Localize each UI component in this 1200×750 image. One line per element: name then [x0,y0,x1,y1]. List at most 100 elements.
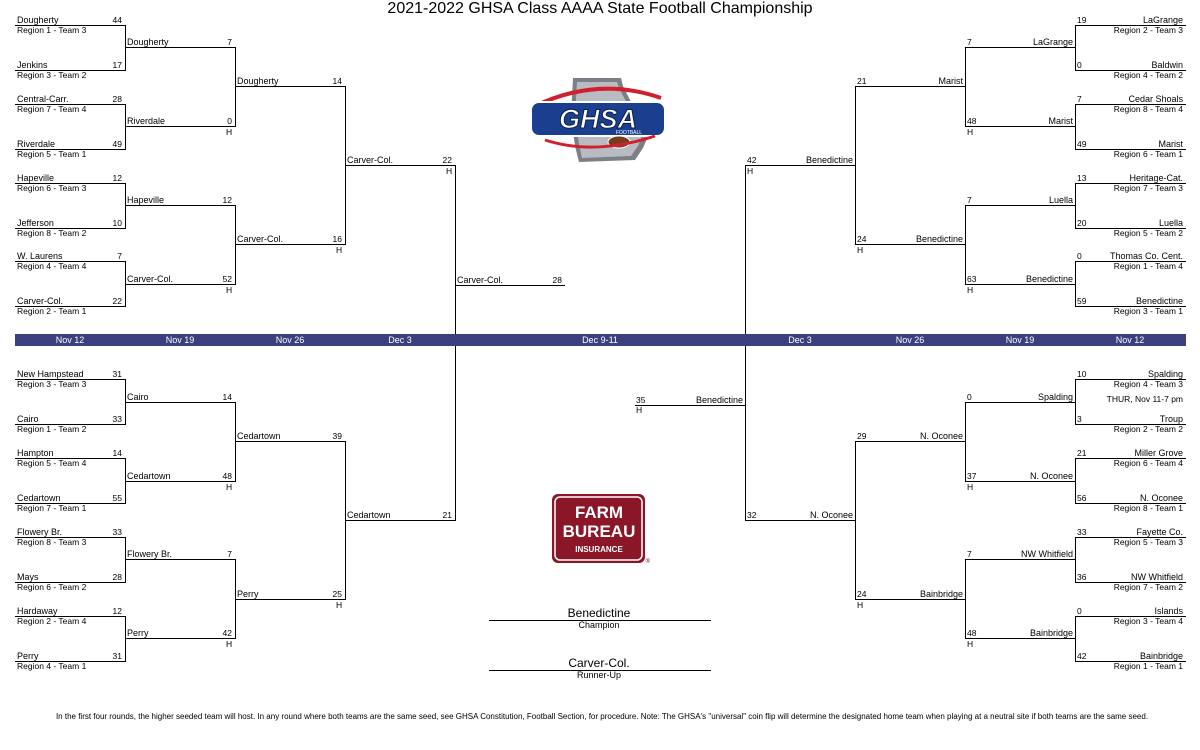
right-r1-score: 0 [1077,251,1082,261]
right-r1-seed: Region 1 - Team 4 [1113,261,1183,271]
svg-text:BUREAU: BUREAU [563,522,636,541]
round-date: Dec 3 [388,335,412,345]
right-r1-seed: Region 4 - Team 3 [1113,379,1183,389]
right-r4-score: 42 [747,155,757,165]
left-r1-score: 28 [112,572,122,582]
right-r1-score: 36 [1077,572,1087,582]
left-r1-team: Riverdale [17,139,56,149]
left-r1-score: 28 [112,94,122,104]
right-r1-team: Spalding [1147,369,1183,379]
left-final-team: Carver-Col. [457,275,504,285]
right-r1-line [1075,149,1186,150]
right-final-home: H [636,405,643,415]
left-r1-seed: Region 8 - Team 2 [17,228,87,238]
right-r1-seed: Region 7 - Team 2 [1113,582,1183,592]
right-r2-line [965,126,1075,127]
right-r3-home: H [857,245,864,255]
left-r2-score: 48 [222,471,232,481]
right-r4-line [745,520,855,521]
right-r1-team: Troup [1159,414,1183,424]
left-r1-score: 44 [112,15,122,25]
left-r1-team: Dougherty [17,15,59,25]
right-r1-seed: Region 8 - Team 1 [1113,503,1183,513]
left-r1-seed: Region 5 - Team 1 [17,149,87,159]
left-r1-seed: Region 4 - Team 1 [17,661,87,671]
right-r1-connector [1075,379,1076,425]
right-r1-seed: Region 5 - Team 3 [1113,537,1183,547]
runnerup-label: Runner-Up [576,670,622,680]
left-final-score: 28 [552,275,562,285]
right-r1-connector [1075,104,1076,150]
left-r3-team: Carver-Col. [237,234,284,244]
left-r1-team: Carver-Col. [17,296,64,306]
left-r1-seed: Region 2 - Team 4 [17,616,87,626]
champion-label: Champion [578,620,620,630]
right-r1-line [1075,537,1186,538]
right-r3-team: Bainbridge [919,589,963,599]
left-r1-score: 14 [112,448,122,458]
left-r2-score: 42 [222,628,232,638]
left-r2-connector [235,402,236,482]
champion-line [489,620,711,621]
left-r2-team: Cedartown [127,471,171,481]
right-r3-connector [855,86,856,245]
left-r2-score: 52 [222,274,232,284]
right-r1-seed: Region 5 - Team 2 [1113,228,1183,238]
right-r2-team: Luella [1048,195,1073,205]
left-r1-line [15,306,125,307]
left-final-line [455,285,565,286]
left-r3-line [235,599,345,600]
left-r1-line [15,582,125,583]
right-r2-connector [965,402,966,482]
round-date: Nov 12 [55,335,85,345]
left-r2-score: 7 [227,549,232,559]
right-r2-line [965,402,1075,403]
runnerup-name: Carver-Col. [568,656,630,670]
left-r3-team: Cedartown [237,431,281,441]
footnote: In the first four rounds, the higher see… [55,712,1149,721]
right-r2-line [965,205,1075,206]
right-r1-team: Miller Grove [1134,448,1183,458]
right-r1-team: N. Oconee [1139,493,1183,503]
right-r2-team: Bainbridge [1029,628,1073,638]
left-r1-line [15,458,125,459]
left-r1-line [15,537,125,538]
left-r1-line [15,228,125,229]
right-r3-score: 24 [857,589,867,599]
right-r1-team: Bainbridge [1139,651,1183,661]
right-r1-score: 19 [1077,15,1087,25]
left-r1-seed: Region 8 - Team 3 [17,537,87,547]
left-r1-connector [125,537,126,583]
left-r1-team: Jefferson [17,218,54,228]
left-r1-line [15,379,125,380]
right-r3-home: H [857,600,864,610]
right-r2-connector [965,47,966,127]
left-r1-connector [125,25,126,71]
left-r1-team: W. Laurens [17,251,63,261]
left-r1-team: Central-Carr. [17,94,69,104]
right-r1-connector [1075,616,1076,662]
right-r2-home: H [967,639,974,649]
left-r2-line [125,284,235,285]
right-r1-score: 59 [1077,296,1087,306]
left-r2-team: Carver-Col. [127,274,174,284]
right-r2-connector [965,559,966,639]
page-title: 2021-2022 GHSA Class AAAA State Football… [387,0,813,17]
left-r1-score: 17 [112,60,122,70]
right-r1-seed: Region 3 - Team 1 [1113,306,1183,316]
left-r1-team: Hampton [17,448,54,458]
right-r1-score: 49 [1077,139,1087,149]
right-r2-score: 7 [967,195,972,205]
right-r2-team: Spalding [1037,392,1073,402]
left-r1-score: 55 [112,493,122,503]
left-r3-score: 25 [332,589,342,599]
right-r2-score: 7 [967,37,972,47]
right-r1-line [1075,228,1186,229]
left-r1-score: 10 [112,218,122,228]
left-r2-score: 0 [227,116,232,126]
left-r1-score: 33 [112,527,122,537]
left-r1-seed: Region 5 - Team 4 [17,458,87,468]
right-r1-line [1075,582,1186,583]
left-r3-line [235,441,345,442]
